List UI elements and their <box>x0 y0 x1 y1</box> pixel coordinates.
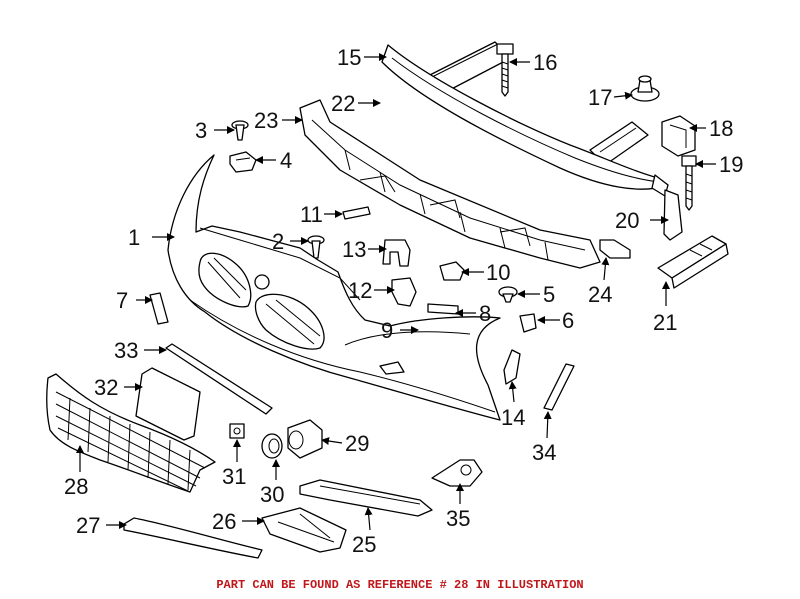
callout-4: 4 <box>280 148 292 173</box>
callout-16: 16 <box>533 50 557 75</box>
callout-13: 13 <box>342 237 366 262</box>
nut-5 <box>498 286 518 303</box>
callout-25: 25 <box>352 532 376 557</box>
lower-grille-28 <box>46 373 216 493</box>
callout-30: 30 <box>260 482 284 507</box>
callout-18: 18 <box>709 116 733 141</box>
spoiler-27 <box>123 517 263 559</box>
callout-21: 21 <box>653 310 677 335</box>
sensor-29 <box>287 419 323 459</box>
bolt-16 <box>496 43 514 97</box>
callout-17: 17 <box>588 85 612 110</box>
callout-23: 23 <box>254 108 278 133</box>
screw-3 <box>231 120 249 141</box>
callout-27: 27 <box>76 513 100 538</box>
callout-11: 11 <box>300 202 323 227</box>
callout-10: 10 <box>486 260 510 285</box>
clip-24 <box>599 239 631 259</box>
bumper-cover <box>167 154 501 421</box>
plate-32 <box>135 367 201 441</box>
callout-labels: 1 2 3 4 5 6 7 8 9 10 11 12 13 14 15 16 1… <box>64 45 743 557</box>
absorber-21 <box>657 235 729 289</box>
sensor-ring-30 <box>261 433 283 459</box>
callout-3: 3 <box>195 118 207 143</box>
callout-35: 35 <box>446 506 470 531</box>
bracket-20 <box>663 189 683 241</box>
duct-26 <box>261 507 347 553</box>
bracket-18 <box>661 115 696 157</box>
callout-15: 15 <box>337 45 361 70</box>
reflector-7 <box>149 292 169 325</box>
reference-note: PART CAN BE FOUND AS REFERENCE # 28 IN I… <box>216 578 584 592</box>
trim-34 <box>543 363 575 411</box>
screw-2 <box>307 235 325 259</box>
callout-24: 24 <box>588 282 612 307</box>
callout-26: 26 <box>212 509 236 534</box>
callout-22: 22 <box>331 91 355 116</box>
bracket-31 <box>229 423 245 439</box>
callout-7: 7 <box>116 288 128 313</box>
clip-17 <box>630 75 660 102</box>
callout-33: 33 <box>114 338 138 363</box>
bracket-12 <box>391 277 417 307</box>
callout-12: 12 <box>348 278 372 303</box>
clip-nut-4 <box>229 151 257 173</box>
callout-19: 19 <box>719 152 743 177</box>
callout-32: 32 <box>94 375 118 400</box>
callout-1: 1 <box>128 225 140 250</box>
leader-lines <box>76 53 716 531</box>
callout-14: 14 <box>501 405 525 430</box>
connector-35 <box>431 459 483 487</box>
trim-33 <box>165 343 273 415</box>
pad-11 <box>342 206 371 220</box>
energy-absorber <box>299 99 601 269</box>
clip-10 <box>439 261 465 281</box>
callout-9: 9 <box>381 318 393 343</box>
callout-31: 31 <box>222 464 246 489</box>
bracket-14 <box>503 349 521 385</box>
clip-13 <box>382 239 411 267</box>
callout-28: 28 <box>64 474 88 499</box>
callout-29: 29 <box>345 431 369 456</box>
callout-2: 2 <box>272 229 284 254</box>
strip-8 <box>427 303 459 315</box>
callout-6: 6 <box>562 308 574 333</box>
callout-5: 5 <box>543 282 555 307</box>
grommet-6 <box>519 313 537 333</box>
callout-20: 20 <box>615 208 639 233</box>
bolt-19 <box>681 155 697 211</box>
callout-34: 34 <box>532 440 556 465</box>
bracket-25 <box>299 479 433 517</box>
callout-8: 8 <box>479 301 491 326</box>
reinforcement-beam <box>381 41 669 197</box>
